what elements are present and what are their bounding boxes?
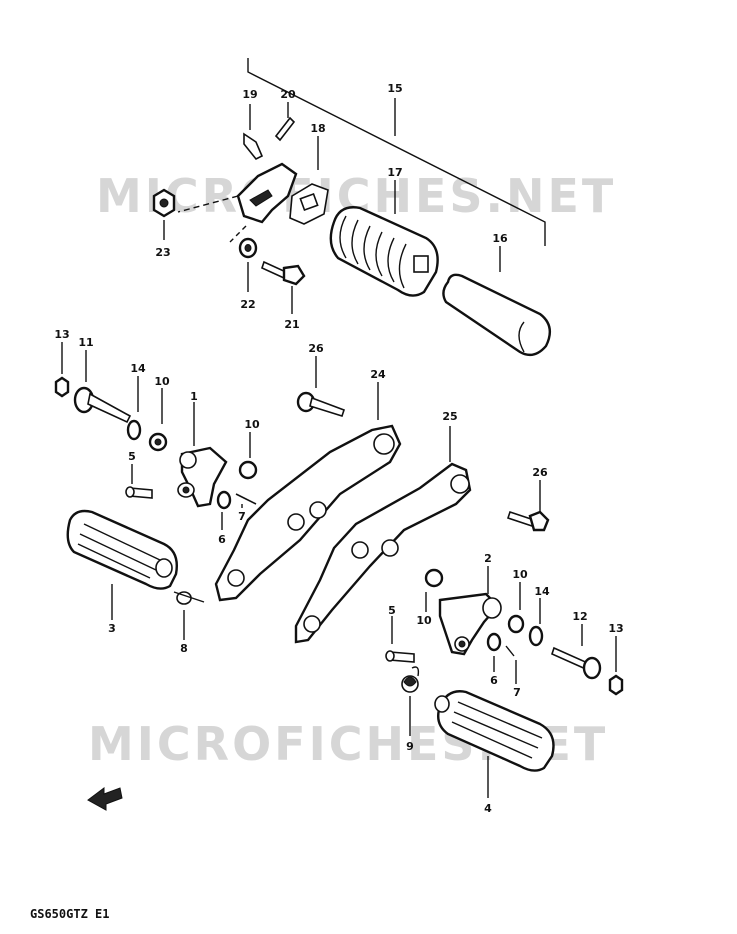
callout-7-right: 7: [513, 686, 521, 699]
part-20-pin: [274, 102, 296, 142]
callout-11: 11: [78, 336, 93, 349]
part-2-pivot-right: [438, 566, 502, 656]
part-5-pin-left: [125, 464, 153, 499]
callout-8: 8: [180, 642, 188, 655]
part-22-washer: [238, 237, 258, 292]
callout-10-right-a: 10: [416, 614, 432, 627]
part-6-washer-right: [486, 632, 502, 672]
callout-25: 25: [442, 410, 457, 423]
part-5-pin-right: [385, 616, 415, 663]
part-18-plate: [289, 136, 329, 225]
callout-1: 1: [190, 390, 198, 403]
callout-21: 21: [284, 318, 299, 331]
part-26-bolt-upper: [296, 356, 346, 417]
callout-12: 12: [572, 610, 587, 623]
callout-14-left: 14: [130, 362, 146, 375]
callout-19: 19: [242, 88, 257, 101]
callout-6-left: 6: [218, 533, 226, 546]
front-direction-arrow-icon: [87, 787, 123, 811]
footer-model-code: GS650GTZ E1: [30, 907, 109, 921]
callout-10-left-a: 10: [154, 375, 170, 388]
callout-16: 16: [492, 232, 508, 245]
callout-10-left-b: 10: [244, 418, 260, 431]
callout-26-right: 26: [532, 466, 548, 479]
part-19-bolt: [243, 104, 264, 161]
part-12-bolt: [551, 624, 602, 680]
callout-7-left: 7: [238, 510, 246, 523]
part-11-bolt: [73, 350, 132, 424]
part-26-bolt-right: [506, 480, 550, 532]
part-4-footrest-right: [434, 690, 555, 798]
callout-14-right: 14: [534, 585, 550, 598]
callout-5-right: 5: [388, 604, 396, 617]
part-6-washer-left: [216, 490, 232, 530]
part-13-nut-right: [608, 636, 624, 696]
callout-5-left: 5: [128, 450, 136, 463]
part-25-plate: [294, 426, 472, 644]
callout-24: 24: [370, 368, 386, 381]
part-10-bushing-right-b: [507, 582, 525, 634]
part-10-bushing-left-a: [148, 388, 168, 452]
callout-23: 23: [155, 246, 170, 259]
group-bracket-15: [247, 58, 546, 246]
pivot-bracket: [177, 162, 298, 243]
part-7-cotter-left: [235, 493, 257, 508]
part-24-plate: [214, 382, 402, 602]
callout-13-left: 13: [54, 328, 69, 341]
part-8-spring-left: [173, 591, 205, 640]
part-17-footrest-rubber: [329, 180, 439, 297]
part-10-bushing-right-a: [424, 568, 444, 612]
callout-3: 3: [108, 622, 116, 635]
callout-15: 15: [387, 82, 402, 95]
callout-17: 17: [387, 166, 402, 179]
part-14-washer-right: [528, 598, 544, 647]
callout-9: 9: [406, 740, 414, 753]
part-21-bolt: [261, 260, 306, 314]
part-16-shaft: [442, 246, 552, 357]
callout-22: 22: [240, 298, 255, 311]
part-23-nut: [152, 188, 176, 240]
part-7-cotter-right: [505, 645, 517, 684]
callout-4: 4: [484, 802, 492, 815]
callout-20: 20: [280, 88, 296, 101]
part-13-nut-left: [54, 342, 70, 398]
part-3-footrest-left: [66, 509, 178, 620]
part-10-bushing-left-b: [238, 432, 258, 480]
callout-2: 2: [484, 552, 492, 565]
callout-13-right: 13: [608, 622, 623, 635]
part-9-spring-right: [401, 666, 420, 736]
part-1-pivot-left: [177, 402, 228, 508]
callout-26-upper: 26: [308, 342, 324, 355]
callout-10-right-b: 10: [512, 568, 528, 581]
callout-18: 18: [310, 122, 325, 135]
callout-6-right: 6: [490, 674, 498, 687]
part-14-washer-left: [126, 376, 142, 441]
